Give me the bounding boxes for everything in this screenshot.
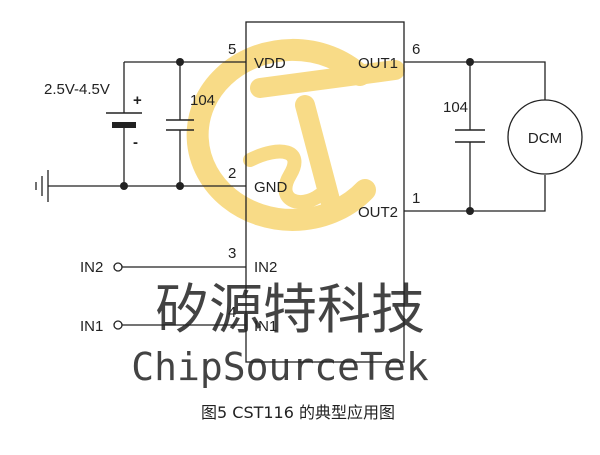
watermark-logo [186,38,405,231]
watermark-logo-s [243,144,327,210]
out2-wire [404,175,546,212]
in2-terminal [113,262,123,272]
pin-label-out1: OUT1 [358,55,398,72]
battery-minus-label: - [133,134,138,151]
watermark-logo-bar [250,60,405,98]
pin-number-out1: 6 [412,41,420,58]
junction-dots [120,58,474,215]
pin-label-in2: IN2 [254,259,277,276]
watermark-company-en: ChipSourceTek [131,345,429,389]
junction-dot [466,207,474,215]
motor-label: DCM [528,130,562,147]
battery-symbol [106,112,142,128]
battery-short-plate [112,122,136,128]
pin-label-in1: IN1 [254,318,277,335]
figure-caption: 图5 CST116 的典型应用图 [201,403,395,422]
junction-dot [176,182,184,190]
battery-plus-label: + [133,92,142,109]
pin-number-out2: 1 [412,190,420,207]
pin-label-out2: OUT2 [358,204,398,221]
watermark-company-cn: 矽源特科技 [155,278,425,341]
watermark-logo-arc [186,38,376,231]
ground-icon [35,170,49,202]
supply-voltage-label: 2.5V-4.5V [44,81,110,98]
wires [48,61,546,326]
out1-wire [404,61,546,100]
in1-input-label: IN1 [80,318,103,335]
output-cap-value: 104 [443,99,468,116]
pin-label-gnd: GND [254,179,288,196]
pin-number-in2: 3 [228,245,236,262]
in2-input-label: IN2 [80,259,103,276]
watermark-logo-stem [295,95,340,210]
junction-dot [466,58,474,66]
input-capacitor-symbol [166,119,194,131]
pin-number-in1: 4 [228,304,236,321]
ic-body [245,21,405,363]
junction-dot [176,58,184,66]
input-cap-value: 104 [190,92,215,109]
output-capacitor-symbol [455,129,485,143]
motor-symbol [507,99,583,175]
pin-label-vdd: VDD [254,55,286,72]
junction-dot [120,182,128,190]
pin-number-vdd: 5 [228,41,236,58]
pin-number-gnd: 2 [228,165,236,182]
in1-terminal [113,320,123,330]
